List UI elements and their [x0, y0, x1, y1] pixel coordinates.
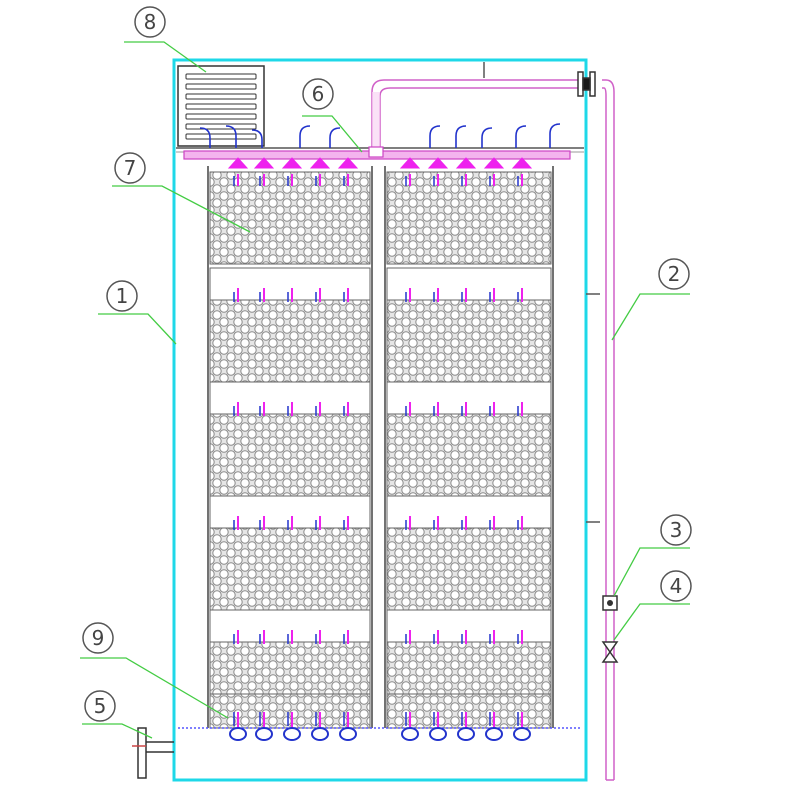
- spray-arc: [329, 127, 341, 148]
- spray-nozzle: [455, 157, 477, 169]
- spray-nozzle: [227, 157, 249, 169]
- packing-gap: [386, 495, 552, 529]
- spray-nozzle: [511, 157, 533, 169]
- louver-slat: [185, 113, 257, 120]
- diffuser-head: [339, 727, 357, 741]
- spray-nozzle: [337, 157, 359, 169]
- packing-block: [209, 299, 371, 385]
- callout-6: 6: [302, 78, 334, 110]
- louver-slat: [185, 73, 257, 80]
- packing-block: [209, 527, 371, 613]
- spray-arc: [199, 127, 211, 148]
- spray-nozzle: [309, 157, 331, 169]
- callout-7: 7: [114, 152, 146, 184]
- spray-arc: [515, 125, 527, 148]
- callout-9-text: 9: [92, 626, 105, 650]
- louver-box: [177, 65, 265, 147]
- louver-slat: [185, 83, 257, 90]
- louver-slat: [185, 103, 257, 110]
- aeration-diffusers: [229, 712, 531, 741]
- top-flange: [577, 71, 596, 97]
- callout-1: 1: [106, 280, 138, 312]
- pipe-tee: [368, 146, 384, 158]
- diffuser-head: [255, 727, 273, 741]
- callout-2-text: 2: [668, 262, 681, 286]
- packing-block: [209, 171, 371, 265]
- diffuser-head: [283, 727, 301, 741]
- packing-block: [386, 299, 552, 385]
- riser-pipe-fill: [372, 92, 380, 151]
- louver-slat: [185, 93, 257, 100]
- layer-sprinklers: [233, 288, 523, 644]
- louver-slats: [185, 73, 257, 140]
- diffuser-head: [513, 727, 531, 741]
- callout-2: 2: [658, 258, 690, 290]
- packing-block: [386, 693, 552, 729]
- packing-gap: [209, 381, 371, 415]
- callout-4: 4: [660, 570, 692, 602]
- spray-arc: [549, 123, 561, 148]
- spray-arc: [481, 127, 493, 148]
- packing-gap: [386, 609, 552, 643]
- tank-body: [172, 58, 588, 782]
- diffuser-head: [429, 727, 447, 741]
- callout-3: 3: [660, 514, 692, 546]
- callout-8: 8: [134, 6, 166, 38]
- packing-media: [209, 171, 552, 729]
- callout-5: 5: [84, 690, 116, 722]
- callout-4-text: 4: [670, 574, 683, 598]
- column-walls: [207, 166, 554, 728]
- callout-7-text: 7: [124, 156, 137, 180]
- spray-arc: [225, 125, 237, 148]
- spray-nozzles: [199, 123, 561, 186]
- packing-block: [209, 413, 371, 499]
- packing-block: [386, 171, 552, 265]
- louver-slat: [185, 123, 257, 130]
- diffuser-head: [311, 727, 329, 741]
- spray-nozzle: [483, 157, 505, 169]
- spray-arc: [251, 129, 263, 148]
- packing-block: [386, 413, 552, 499]
- spray-nozzle: [253, 157, 275, 169]
- valve: [601, 641, 619, 663]
- callout-labels: 1 2 3 4 5 6 7 8: [82, 6, 692, 722]
- louver-slat: [185, 133, 257, 140]
- packing-gap: [386, 267, 552, 301]
- diffuser-head: [485, 727, 503, 741]
- spray-arc: [429, 125, 441, 148]
- diffuser-head: [401, 727, 419, 741]
- diffuser-head: [457, 727, 475, 741]
- callout-9: 9: [82, 622, 114, 654]
- spray-nozzle: [281, 157, 303, 169]
- flowmeter: [602, 595, 618, 611]
- callout-1-text: 1: [116, 284, 129, 308]
- spray-nozzle: [399, 157, 421, 169]
- diffuser-head: [229, 727, 247, 741]
- spray-arc: [299, 125, 311, 148]
- packing-block: [386, 527, 552, 613]
- callout-5-text: 5: [94, 694, 107, 718]
- callout-8-text: 8: [144, 10, 157, 34]
- callout-6-text: 6: [312, 82, 325, 106]
- packing-gap: [386, 381, 552, 415]
- spray-arc: [455, 125, 467, 148]
- outlet-pipe: [132, 727, 174, 779]
- callout-3-text: 3: [670, 518, 683, 542]
- spray-nozzle: [427, 157, 449, 169]
- callout-leaders: [80, 41, 690, 739]
